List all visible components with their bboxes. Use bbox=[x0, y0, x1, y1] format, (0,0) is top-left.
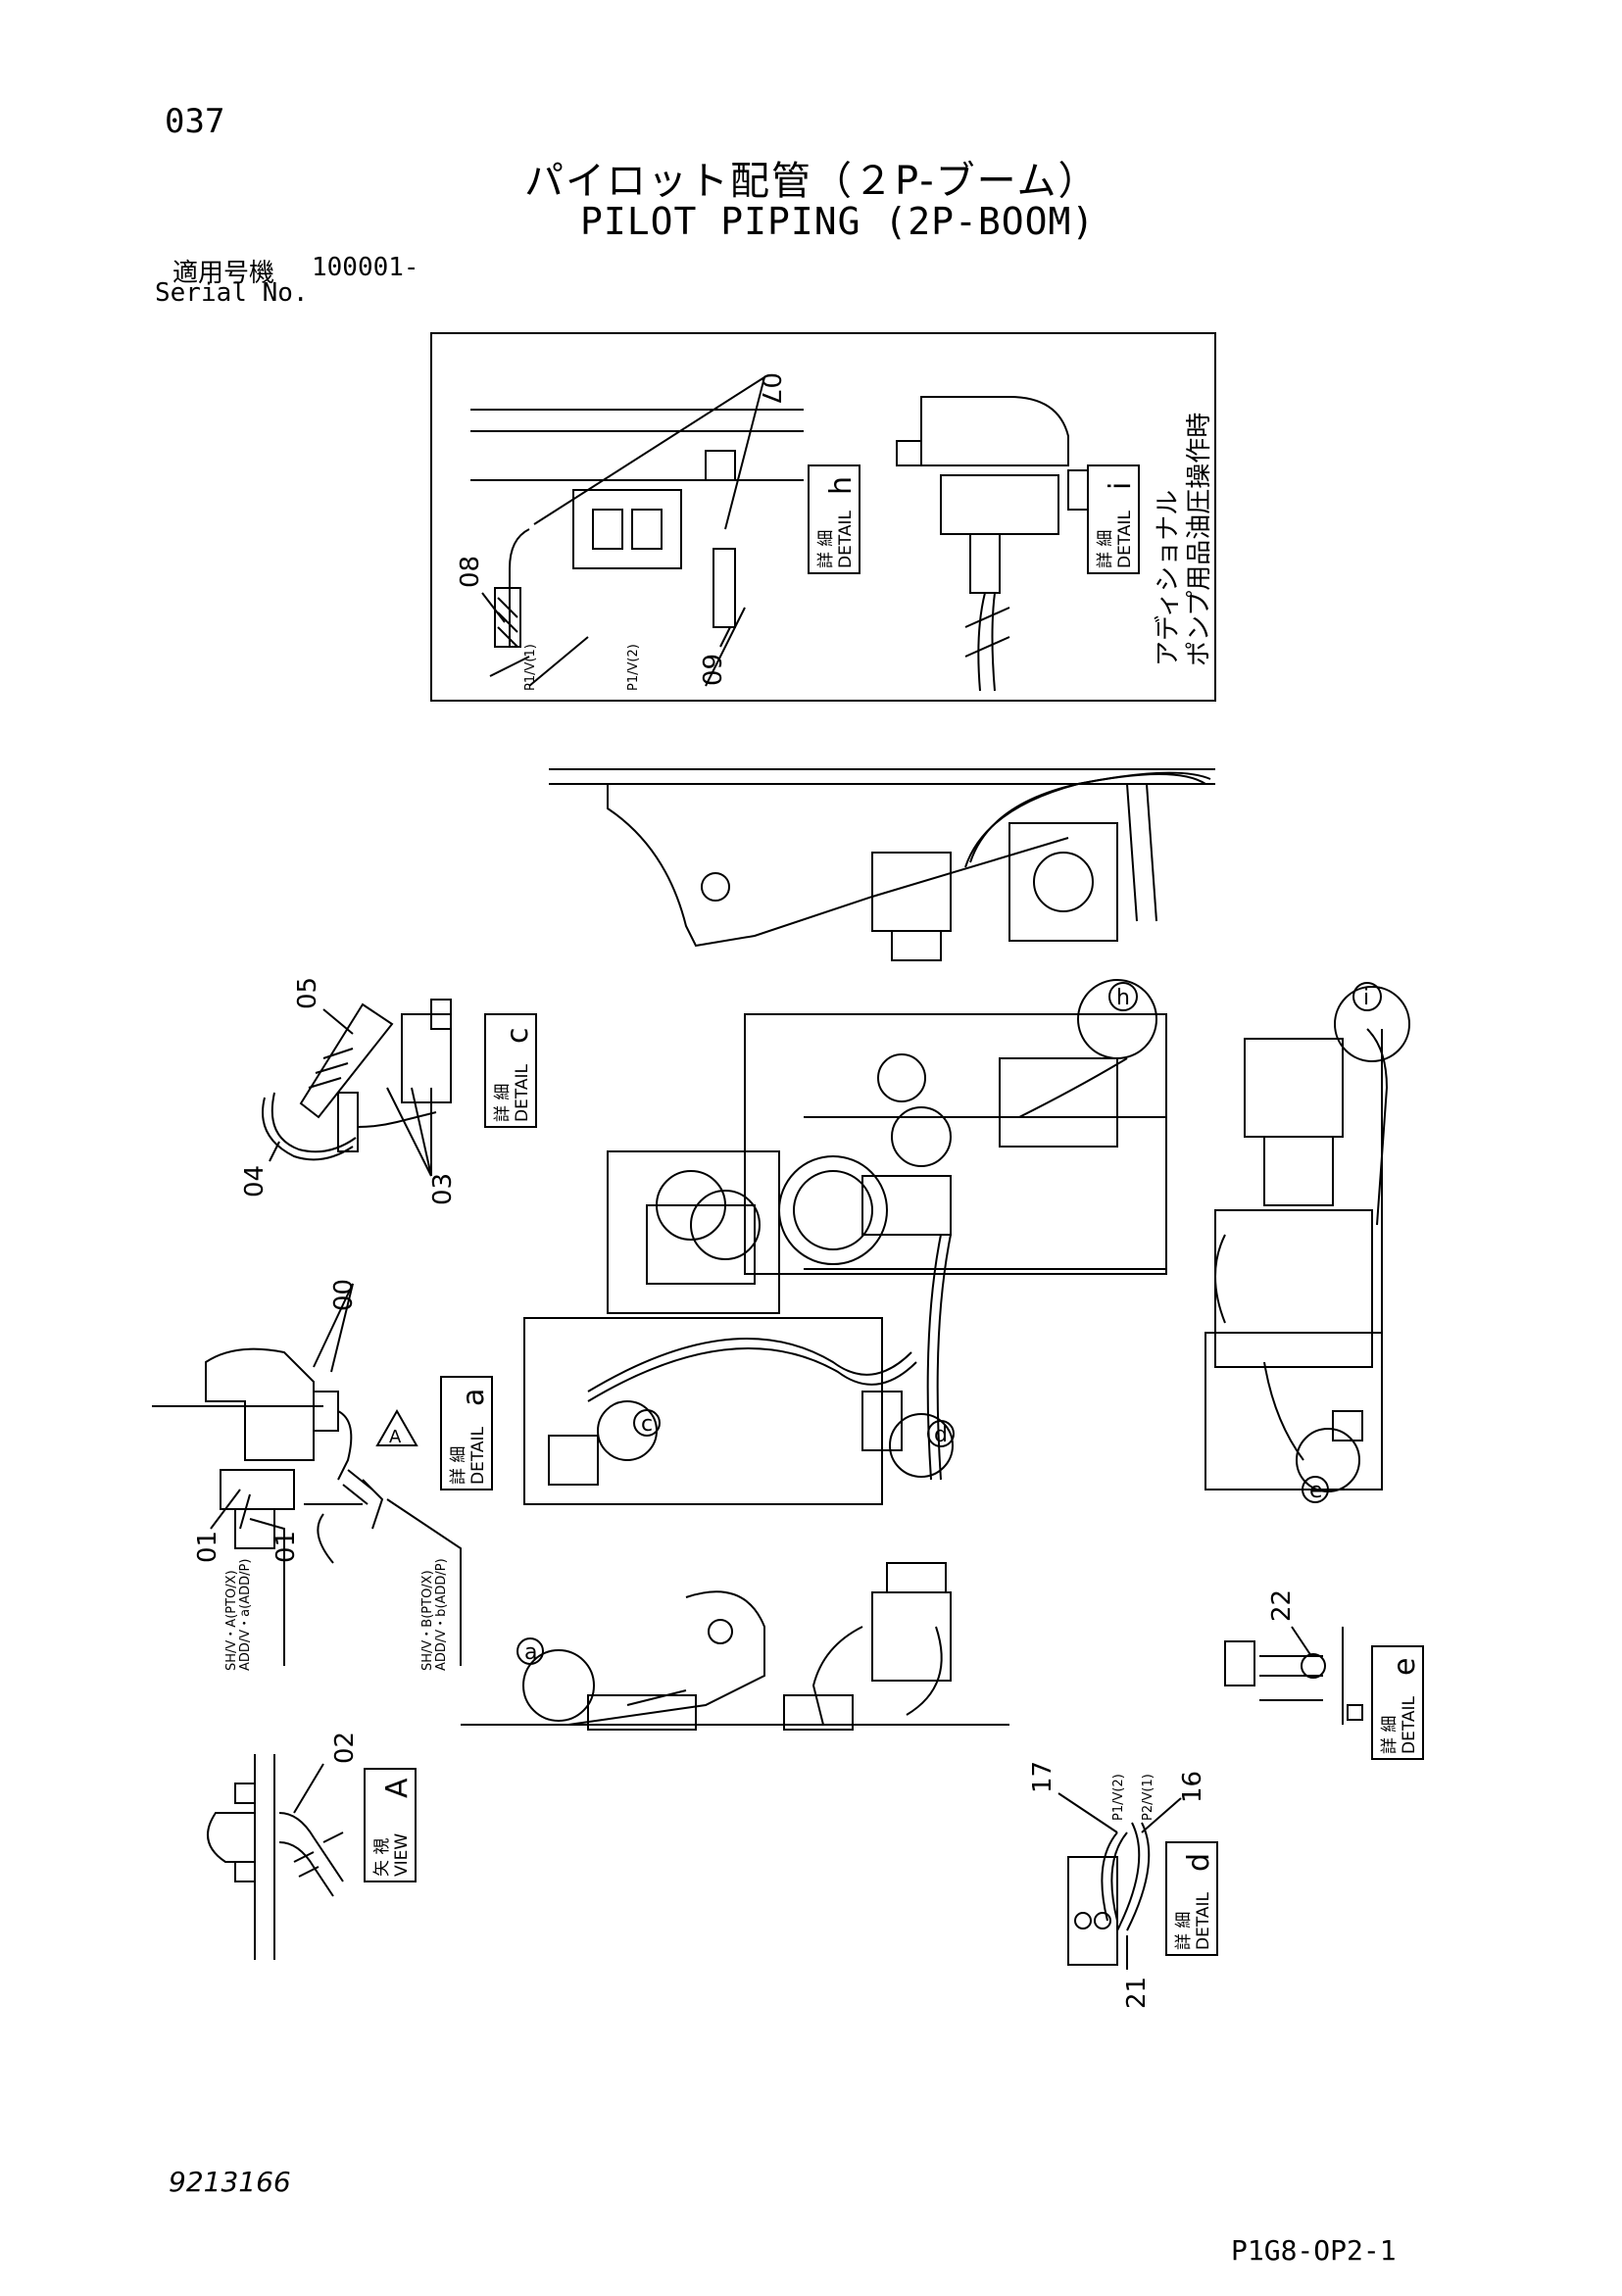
detail-h-letter: h bbox=[824, 476, 859, 495]
callout-03: 03 bbox=[428, 1173, 458, 1205]
page-code: P1G8-OP2-1 bbox=[1231, 2234, 1397, 2267]
detail-d-jp: 詳 細 bbox=[1174, 1912, 1194, 1950]
circle-label-a: a bbox=[524, 1640, 537, 1665]
page-title-japanese: パイロット配管（２P-ブーム） bbox=[524, 159, 1100, 204]
callout-01-a: 01 bbox=[193, 1531, 222, 1563]
pipe-label-d-p1v2: P1/V(2) bbox=[1111, 1774, 1126, 1821]
callout-02: 02 bbox=[330, 1732, 360, 1764]
circle-label-h: h bbox=[1116, 986, 1130, 1010]
detail-a-label-box bbox=[440, 1376, 493, 1490]
detail-i-jp: 詳 細 bbox=[1096, 530, 1115, 568]
detail-d-drawing bbox=[1067, 1822, 1151, 1966]
detail-i-letter: i bbox=[1104, 482, 1138, 490]
detail-a-letter: a bbox=[457, 1389, 491, 1406]
serial-label-japanese: 適用号機 bbox=[172, 259, 275, 288]
detail-d-label-box bbox=[1165, 1841, 1218, 1956]
circle-label-d: d bbox=[934, 1423, 948, 1447]
detail-h-drawing bbox=[470, 409, 804, 687]
detail-e-drawing bbox=[1224, 1627, 1363, 1725]
detail-a-circle bbox=[522, 1649, 595, 1722]
detail-e-label-box bbox=[1371, 1645, 1424, 1760]
pipe-label-shv-b: SH/V・B(PTO/X) bbox=[420, 1570, 435, 1671]
detail-h-label-box bbox=[808, 464, 860, 574]
detail-a-jp: 詳 細 bbox=[449, 1446, 468, 1485]
detail-a-word: DETAIL bbox=[468, 1426, 488, 1485]
detail-e-letter: e bbox=[1388, 1658, 1422, 1676]
detail-h-circle bbox=[1077, 979, 1157, 1059]
inset-frame bbox=[430, 332, 1216, 702]
detail-a-drawing bbox=[152, 1347, 384, 1564]
view-a-drawing bbox=[207, 1754, 344, 1960]
callout-07: 07 bbox=[756, 372, 785, 405]
detail-e-word: DETAIL bbox=[1400, 1695, 1419, 1754]
serial-label-english: Serial No. bbox=[155, 278, 309, 308]
detail-c-word: DETAIL bbox=[513, 1063, 532, 1122]
view-a-label-box bbox=[364, 1768, 417, 1882]
detail-i-label-box bbox=[1087, 464, 1140, 574]
callout-09: 09 bbox=[699, 654, 728, 686]
detail-c-jp: 詳 細 bbox=[493, 1084, 513, 1122]
pipe-label-p1v2: P1/V(2) bbox=[626, 644, 641, 691]
circle-label-i: i bbox=[1363, 986, 1369, 1010]
callout-16: 16 bbox=[1178, 1771, 1207, 1803]
drawing-number: 9213166 bbox=[169, 2166, 291, 2198]
serial-number-value: 100001- bbox=[312, 253, 419, 282]
side-view-upper bbox=[549, 768, 1215, 961]
detail-c-letter: c bbox=[501, 1028, 535, 1045]
callout-08: 08 bbox=[456, 556, 485, 588]
view-a-marker-letter: A bbox=[389, 1427, 402, 1447]
circle-label-c: c bbox=[641, 1412, 653, 1437]
detail-i-word: DETAIL bbox=[1115, 510, 1135, 568]
plan-view-main bbox=[523, 1013, 1167, 1505]
pipe-label-p1v1: P1/V(1) bbox=[523, 644, 538, 691]
callout-17: 17 bbox=[1028, 1761, 1057, 1793]
detail-h-jp: 詳 細 bbox=[816, 530, 836, 568]
note-additional-pump-line1: アディショナル bbox=[1154, 490, 1183, 666]
callout-00: 00 bbox=[326, 1279, 356, 1311]
view-a-jp: 矢 視 bbox=[372, 1838, 392, 1877]
detail-c-drawing bbox=[262, 999, 452, 1161]
note-additional-pump-line2: ポンプ用品油圧操作時 bbox=[1185, 413, 1214, 666]
view-a-letter: A bbox=[380, 1778, 415, 1798]
detail-i-circle bbox=[1334, 986, 1410, 1062]
pipe-label-shv-a: SH/V・A(PTO/X) bbox=[224, 1570, 239, 1671]
pipe-label-add-a: ADD/V・a(ADD/P) bbox=[238, 1559, 253, 1671]
page-title-english: PILOT PIPING (2P-BOOM) bbox=[580, 200, 1096, 243]
circle-label-e: e bbox=[1309, 1479, 1323, 1503]
callout-04: 04 bbox=[240, 1165, 270, 1197]
detail-d-word: DETAIL bbox=[1194, 1891, 1213, 1950]
callout-22: 22 bbox=[1267, 1589, 1297, 1622]
side-view-lower bbox=[461, 1562, 1009, 1731]
view-a-word: VIEW bbox=[392, 1833, 412, 1877]
detail-d-letter: d bbox=[1182, 1853, 1216, 1872]
detail-d-circle bbox=[889, 1413, 954, 1478]
pipe-label-d-p2v: P2/V(1) bbox=[1141, 1774, 1155, 1821]
view-a-arrow-marker bbox=[375, 1408, 418, 1446]
callout-05: 05 bbox=[293, 977, 322, 1009]
page-number: 037 bbox=[165, 102, 225, 141]
right-side-view bbox=[1204, 1028, 1389, 1490]
detail-i-drawing bbox=[896, 396, 1089, 692]
detail-c-label-box bbox=[484, 1013, 537, 1128]
detail-e-jp: 詳 細 bbox=[1380, 1716, 1400, 1754]
callout-01-b: 01 bbox=[271, 1531, 301, 1563]
callout-21: 21 bbox=[1122, 1977, 1152, 2009]
pipe-label-add-b: ADD/V・b(ADD/P) bbox=[434, 1558, 449, 1671]
detail-h-word: DETAIL bbox=[836, 510, 856, 568]
